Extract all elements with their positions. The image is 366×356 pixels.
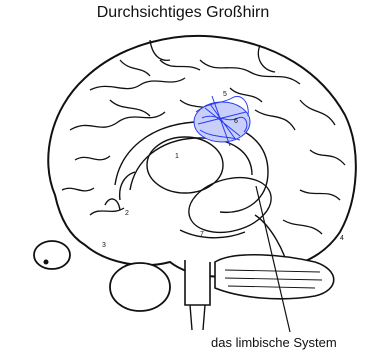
region-label-5: 5 [223, 91, 227, 98]
spinal-cord [190, 305, 205, 330]
pons [110, 263, 170, 311]
region-label-7: 7 [200, 231, 204, 238]
region-label-2: 2 [125, 210, 129, 217]
cerebellum [215, 255, 334, 299]
region-label-1: 1 [175, 153, 179, 160]
brainstem [185, 260, 210, 305]
figure-caption: das limbische System [211, 335, 337, 350]
region-label-3: 3 [102, 242, 106, 249]
frontal-pole-dot [44, 260, 49, 265]
region-label-6: 6 [234, 118, 238, 125]
frontal-pole [34, 241, 70, 269]
cerebrum-outline [48, 36, 356, 277]
region-label-4: 4 [340, 235, 344, 242]
